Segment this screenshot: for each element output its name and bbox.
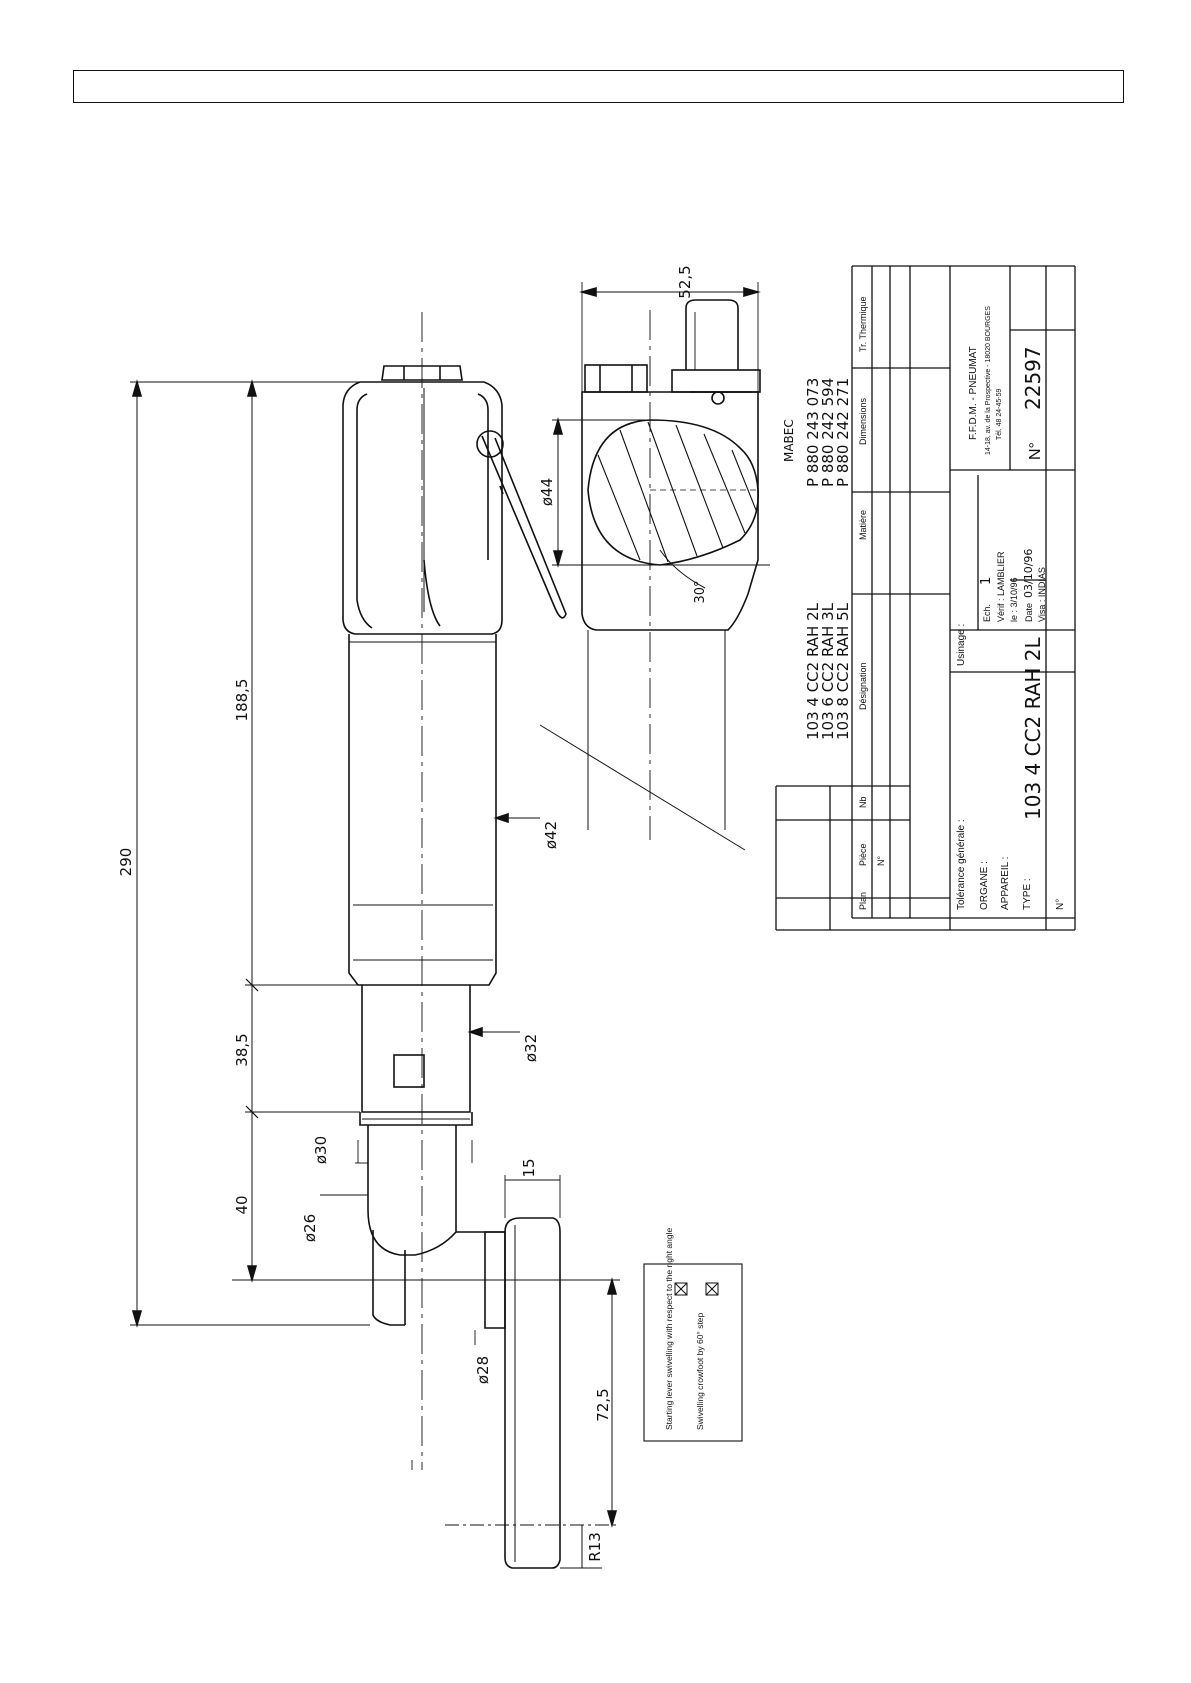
crowfoot [504,1217,561,1569]
elbow [367,1125,457,1256]
no-label: N° [1055,899,1066,910]
ech-label: Ech. [982,604,992,622]
side-cross-section [587,419,759,566]
side-nut [584,364,648,393]
options-box [643,1263,743,1442]
dim-head-length: 40 [233,1195,251,1214]
dim-side-height: 52,5 [676,265,694,298]
option-checkbox-2[interactable] [705,1282,719,1296]
part-code-2: P 880 242 594 [819,378,837,487]
dim-crowfoot-diameter: ø28 [474,1356,492,1384]
appareil-label: APPAREIL : [1000,857,1011,910]
option-checkbox-1[interactable] [674,1282,688,1296]
usinage-label: Usinage : [956,624,967,666]
organe-label: ORGANE : [979,861,990,910]
col-nb: Nb [858,796,868,808]
drawing-number: 22597 [1021,346,1045,410]
dim-radius: R13 [586,1532,604,1562]
dim-neck-length: 38,5 [233,1033,251,1066]
col-no: N° [876,856,886,866]
option-label-1: Starting lever swivelling with respect t… [664,1228,674,1430]
dim-angle: 30° [693,580,708,603]
ech-value: 1 [979,577,994,585]
title-block [775,265,1076,931]
motor-body [348,634,497,986]
part-code-3: P 880 242 271 [834,378,852,487]
col-plan: Plan [858,892,868,910]
valve-housing [342,381,503,635]
col-tr-thermique: Tr. Thermique [858,296,868,352]
col-matiere: Matière [858,510,868,540]
visa-label: Visa : INDIAS [1037,567,1047,622]
neck-slot [393,1054,425,1088]
part-designation-3: 103 8 CC2 RAH 5L [834,602,852,740]
col-dimensions: Dimensions [858,397,868,445]
drawing-no-label: N° [1027,442,1044,460]
verif-label: Vérif : LAMBLIER [996,551,1006,622]
type-label: TYPE : [1022,878,1033,910]
company-name: F.F.D.M. - PNEUMAT [968,346,979,440]
tolerance-label: Tolérance générale : [956,819,967,910]
dim-crowfoot-thickness: 15 [520,1158,538,1177]
dim-side-diameter: ø44 [538,478,556,506]
dim-body-length: 188,5 [233,679,251,722]
dim-overall-length: 290 [117,848,135,877]
date-value: 03/10/96 [1022,549,1035,598]
starting-lever [481,435,567,619]
neck [361,985,471,1113]
date-label: Date [1024,603,1034,622]
mabec-label: MABEC [782,419,796,462]
part-designation-2: 103 6 CC2 RAH 3L [819,602,837,740]
top-nut [381,365,463,381]
header-bar [73,70,1124,103]
dim-crowfoot-length: 72,5 [594,1388,612,1421]
part-designation-1: 103 4 CC2 RAH 2L [804,602,822,740]
verif-date: le : 3/10/96 [1009,577,1019,622]
company-address: 14-18, av. de la Prospective - 18020 BOU… [985,306,992,455]
side-inlet-fitting [685,299,739,370]
type-value: 103 4 CC2 RAH 2L [1021,636,1045,820]
dim-body-diameter: ø42 [542,821,560,849]
col-designation: Désignation [858,662,868,710]
dim-collar-diameter: ø30 [312,1136,330,1164]
company-phone: Tél. 48 24-45-59 [996,389,1003,440]
part-code-1: P 880 243 073 [804,378,822,487]
lever-pivot [476,430,504,458]
col-piece: Pièce [858,843,868,866]
dim-elbow-diameter: ø26 [301,1214,319,1242]
option-label-2: Swivelling crowfoot by 60° step [695,1312,705,1430]
dim-neck-diameter: ø32 [522,1034,540,1062]
side-housing [581,391,759,631]
